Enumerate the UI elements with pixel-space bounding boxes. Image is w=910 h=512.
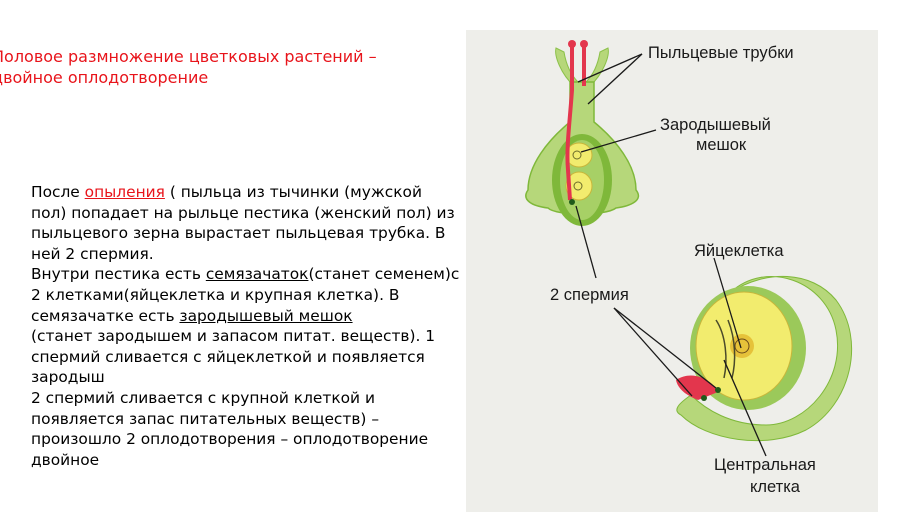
label-two-sperm: 2 спермия <box>550 286 629 304</box>
paragraph-ovule: Внутри пестика есть семязачаток(станет с… <box>31 264 461 326</box>
text-run: (станет семенем)с 2 клетками(яйцеклетка … <box>31 265 460 325</box>
title-line-2: двойное оплодотворение <box>0 68 209 87</box>
double-fertilization-figure: Пыльцевые трубки Зародышевый мешок Яйцек… <box>466 30 878 512</box>
text-run: Внутри пестика есть <box>31 265 206 284</box>
ovule-diagram <box>676 276 852 442</box>
label-egg-cell: Яйцеклетка <box>694 242 784 260</box>
paragraph-second-sperm: 2 спермий сливается с крупной клеткой и … <box>31 388 429 469</box>
label-central-cell-1: Центральная <box>714 456 816 474</box>
label-central-cell-2: клетка <box>750 478 801 496</box>
ovule-term: семязачаток <box>205 265 309 284</box>
pistil-diagram <box>525 40 640 226</box>
label-embryo-sac-1: Зародышевый <box>660 116 771 134</box>
label-embryo-sac-2: мешок <box>696 136 747 154</box>
pollination-link[interactable]: опыления <box>84 183 165 201</box>
leader-lines <box>575 53 767 457</box>
figure-drawing: Пыльцевые трубки Зародышевый мешок Яйцек… <box>525 40 852 496</box>
paragraph-first-sperm: (станет зародышем и запасом питат. вещес… <box>31 327 436 387</box>
slide-title: Половое размножение цветковых растений –… <box>0 46 377 88</box>
embryo-sac-term: зародышевый мешок <box>179 306 353 325</box>
title-line-1: Половое размножение цветковых растений – <box>0 47 377 66</box>
explanation-text: После опыления ( пыльца из тычинки (мужс… <box>31 182 461 470</box>
label-pollen-tubes: Пыльцевые трубки <box>648 44 794 62</box>
text-run: После <box>31 183 85 201</box>
paragraph-pollination: После опыления ( пыльца из тычинки (мужс… <box>31 182 461 264</box>
text-run: ( пыльца из тычинки (мужской пол) попада… <box>31 183 455 263</box>
